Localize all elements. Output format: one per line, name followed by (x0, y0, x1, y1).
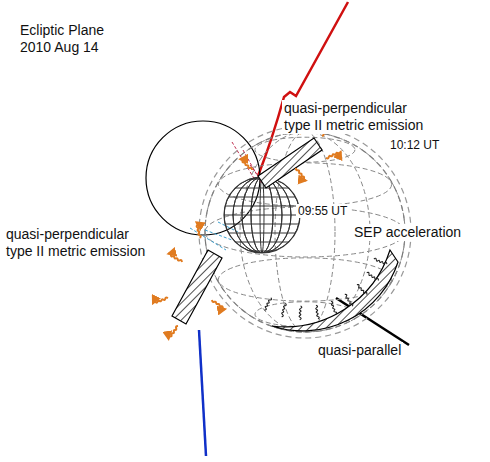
radio-emission-arrow (196, 222, 200, 238)
sun-circle (146, 121, 260, 235)
grid-line (222, 242, 302, 243)
time-label: 10:12 UT (388, 138, 441, 152)
region-label: quasi-parallel (316, 342, 403, 359)
radio-emission-arrow (240, 159, 252, 170)
diagram-title: Ecliptic Plane 2010 Aug 14 (20, 22, 130, 56)
region-label: SEP acceleration (352, 224, 463, 241)
radio-emission-arrow (212, 300, 225, 309)
field-line (199, 330, 206, 456)
radio-emission-arrow (168, 254, 182, 262)
radio-emission-arrow (153, 297, 168, 303)
particle-wave (331, 301, 337, 314)
particle-wave (345, 294, 353, 306)
particle-wave (316, 305, 320, 319)
time-label: 09:55 UT (296, 204, 349, 218)
quasi-parallel-region (272, 250, 398, 331)
inner-sphere (224, 177, 300, 253)
radio-emission-arrow (168, 326, 178, 339)
shock-label: quasi-perpendicular type II metric emiss… (282, 100, 436, 134)
grid-line (222, 197, 302, 198)
particle-wave (282, 303, 287, 316)
radio-emission-arrow (326, 152, 341, 159)
particle-wave (374, 258, 387, 264)
shock-bar (258, 138, 322, 188)
radio-emission-arrow (296, 168, 306, 181)
grid-line (222, 188, 302, 189)
grid-line (240, 132, 370, 332)
shock-label: quasi-perpendicular type II metric emiss… (4, 226, 158, 260)
grid-line (222, 233, 302, 234)
grid-line (222, 215, 302, 216)
particle-wave (357, 285, 367, 295)
particle-wave (264, 298, 271, 310)
particle-wave (299, 306, 302, 320)
grid-line (224, 177, 300, 253)
grid-line (222, 251, 302, 252)
particle-wave (367, 272, 379, 280)
